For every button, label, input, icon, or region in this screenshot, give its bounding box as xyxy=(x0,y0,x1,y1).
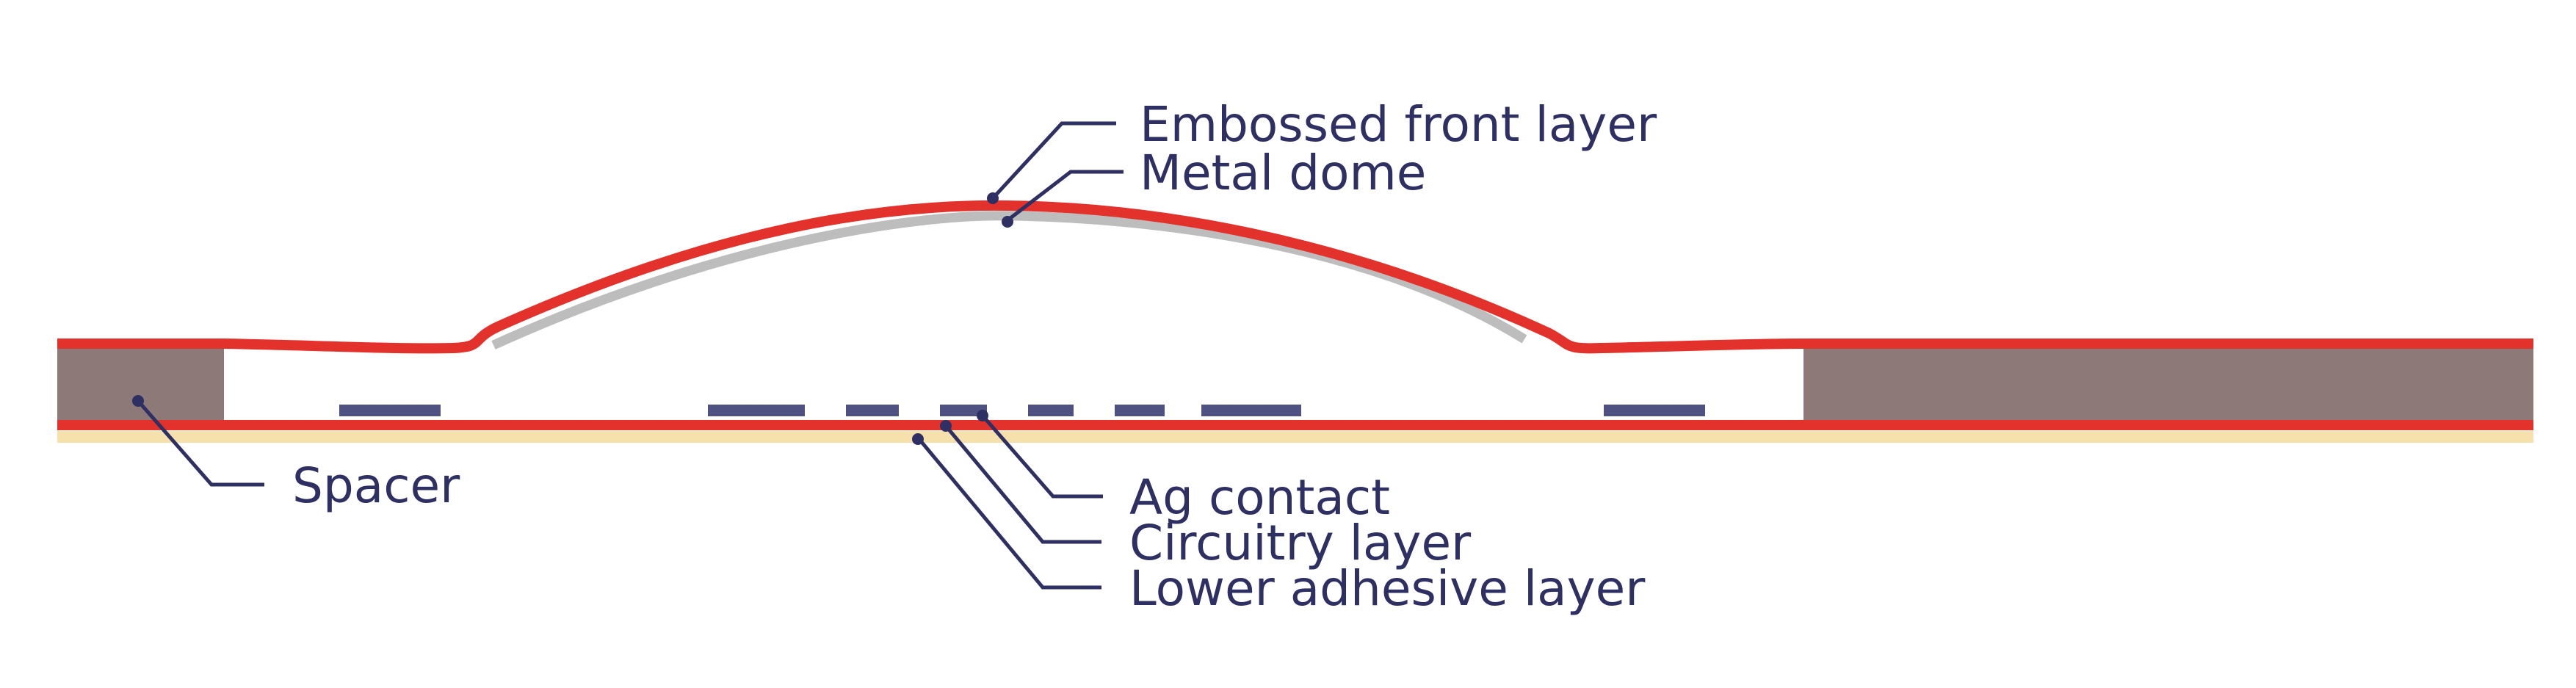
leader-circuitry-layer xyxy=(944,424,1101,544)
leader-ag-contact xyxy=(981,414,1103,499)
ag-contact-pad xyxy=(339,405,441,416)
leader-embossed-front-layer xyxy=(991,121,1116,200)
leader-dot xyxy=(987,192,999,204)
leader-dot xyxy=(912,433,924,445)
labels: Embossed front layer Metal dome Spacer A… xyxy=(292,96,1657,617)
leader-dot xyxy=(1002,216,1013,228)
leader-metal-dome xyxy=(1006,170,1124,222)
label-metal-dome: Metal dome xyxy=(1140,145,1426,201)
ag-contact-pad xyxy=(1028,405,1074,416)
embossed-front-layer-shape xyxy=(57,200,2533,354)
label-circuitry-layer: Circuitry layer xyxy=(1129,515,1472,571)
spacer-left xyxy=(57,348,224,427)
label-embossed-front-layer: Embossed front layer xyxy=(1140,96,1657,153)
ag-contact-pad xyxy=(1604,405,1705,416)
circuitry-layer-shape xyxy=(57,420,2533,430)
ag-contact-pad xyxy=(940,405,987,416)
ag-contact-pad xyxy=(708,405,805,416)
label-ag-contact: Ag contact xyxy=(1129,469,1390,526)
ag-contact-pad xyxy=(1115,405,1165,416)
metal-dome-shape xyxy=(491,211,1527,350)
ag-contact-pad xyxy=(1201,405,1301,416)
leader-lines xyxy=(132,121,1124,590)
leader-lower-adhesive-layer xyxy=(916,436,1101,590)
leader-dot xyxy=(977,410,988,421)
ag-contacts xyxy=(339,405,1705,416)
label-spacer: Spacer xyxy=(292,457,460,514)
lower-adhesive-layer-shape xyxy=(57,431,2533,443)
spacer-right xyxy=(1803,348,2533,427)
ag-contact-pad xyxy=(846,405,899,416)
leader-spacer xyxy=(137,399,264,487)
leader-dot xyxy=(940,420,952,432)
label-lower-adhesive-layer: Lower adhesive layer xyxy=(1129,560,1646,617)
leader-dot xyxy=(132,395,144,407)
